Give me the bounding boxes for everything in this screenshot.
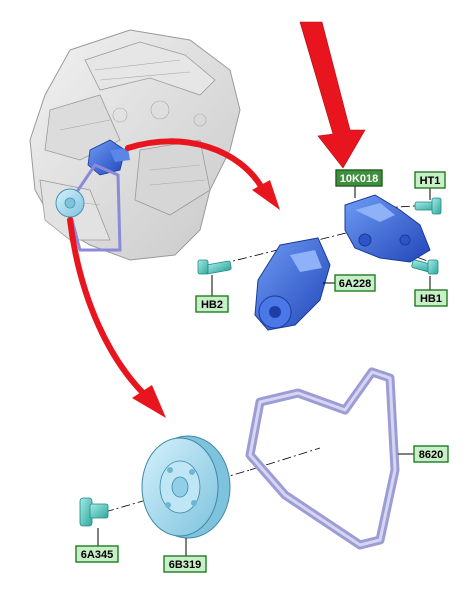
label-6b319: 6B319 [163, 555, 207, 573]
bolt-ht1-part [414, 197, 442, 215]
callout-arrow-pulley [67, 217, 148, 398]
svg-text:HB2: HB2 [201, 299, 223, 311]
svg-text:6B319: 6B319 [169, 559, 201, 571]
callout-arrow-bracket [299, 21, 366, 169]
label-hb2: HB2 [195, 295, 229, 313]
svg-text:HB1: HB1 [420, 293, 442, 305]
leader-lines [97, 186, 431, 556]
label-6a228: 6A228 [334, 274, 376, 292]
svg-text:10K018: 10K018 [340, 173, 379, 185]
crank-pulley-part [141, 435, 231, 539]
label-8620: 8620 [413, 445, 449, 463]
svg-text:6A228: 6A228 [339, 278, 371, 290]
tensioner-part [254, 237, 331, 331]
callout-arrows [67, 21, 366, 418]
bolt-hb2-part [197, 259, 232, 275]
callout-arrow-tensioner [125, 138, 265, 191]
svg-text:8620: 8620 [419, 449, 443, 461]
label-ht1: HT1 [414, 171, 446, 189]
bolt-hb1-part [411, 259, 439, 275]
svg-text:HT1: HT1 [420, 175, 441, 187]
tensioner-bracket-part [344, 194, 431, 263]
pulley-bolt-part [79, 497, 109, 527]
label-hb1: HB1 [414, 289, 448, 307]
label-6a345: 6A345 [75, 545, 119, 563]
drive-belt-part [245, 367, 400, 550]
label-10k018: 10K018 [335, 169, 383, 187]
svg-text:6A345: 6A345 [81, 549, 113, 561]
